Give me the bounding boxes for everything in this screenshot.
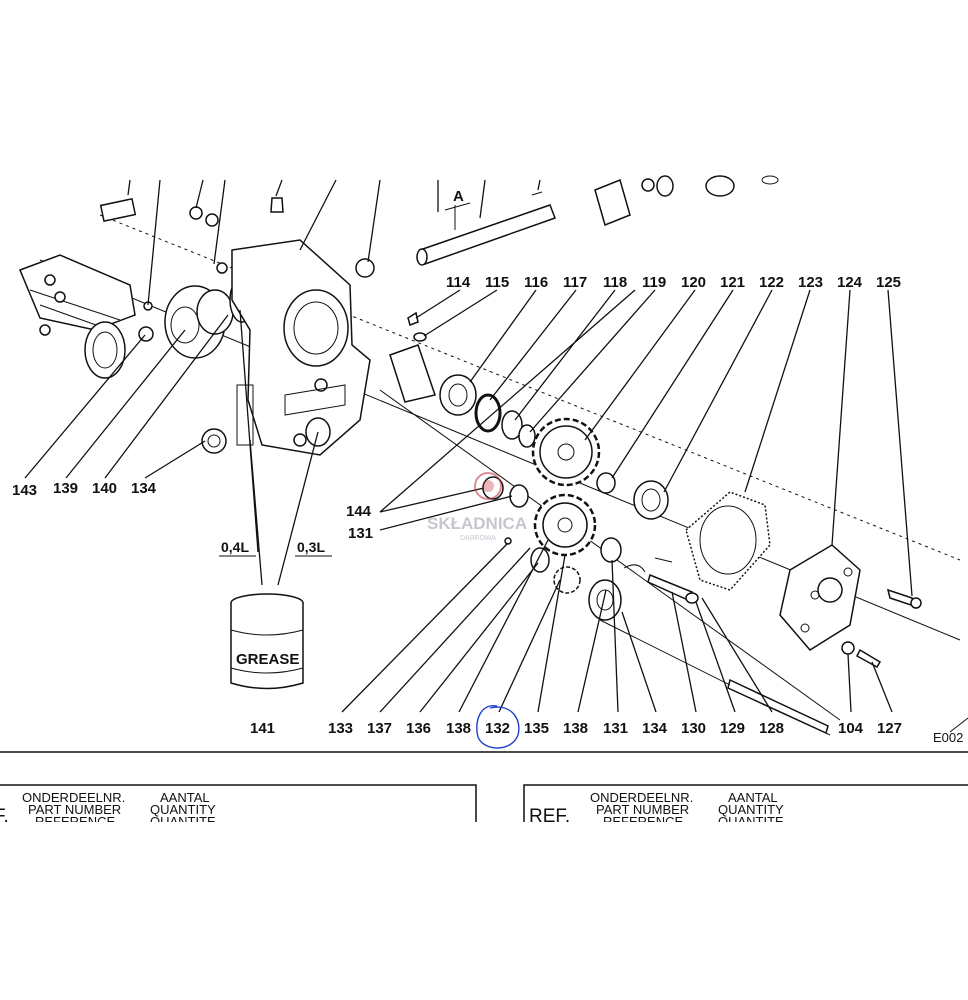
callout-123[interactable]: 123 [798,274,823,291]
callouts-bottom: 133 137 136 138 132 135 138 131 134 130 … [328,720,902,737]
part-number-header-en-right: PART NUMBER [596,802,689,817]
section-marker-a: A [453,188,464,205]
callout-117[interactable]: 117 [563,274,587,291]
grease-can: GREASE [230,593,304,690]
grease-amount-0-4l: 0,4L [221,539,249,555]
quantity-header-nl-right: AANTAL [728,790,778,805]
callout-131[interactable]: 131 [603,720,628,737]
callout-119[interactable]: 119 [642,274,666,291]
quantity-header-en-right: QUANTITY [718,802,784,817]
ref-header-right: REF. [529,806,570,827]
quantity-header-nl-left: AANTAL [160,790,210,805]
callout-127[interactable]: 127 [877,720,902,737]
grease-label: GREASE [236,651,299,668]
callout-115[interactable]: 115 [485,274,509,291]
callout-121[interactable]: 121 [720,274,745,291]
callout-135[interactable]: 135 [524,720,549,737]
callout-118[interactable]: 118 [603,274,627,291]
callouts-mid: 144 131 [346,503,373,542]
callout-132[interactable]: 132 [485,720,510,737]
callout-143[interactable]: 143 [12,482,37,499]
callout-122[interactable]: 122 [759,274,784,291]
leader-lines [24,179,913,713]
highlight-circle [476,705,520,749]
callout-120[interactable]: 120 [681,274,706,291]
callout-130[interactable]: 130 [681,720,706,737]
callout-144[interactable]: 144 [346,503,372,520]
callout-141[interactable]: 141 [250,720,275,737]
callout-139[interactable]: 139 [53,480,78,497]
callout-133[interactable]: 133 [328,720,353,737]
quantity-header-en-left: QUANTITY [150,802,216,817]
callouts-top: 114 115 116 117 118 119 120 121 122 123 … [446,274,901,291]
callout-128[interactable]: 128 [759,720,784,737]
callout-134[interactable]: 134 [131,480,157,497]
callout-104[interactable]: 104 [838,720,864,737]
callout-131[interactable]: 131 [348,525,373,542]
grease-amount-0-3l: 0,3L [297,539,325,555]
watermark-text: SKŁADNICA [427,514,527,533]
callout-114[interactable]: 114 [446,274,471,291]
callout-116[interactable]: 116 [524,274,548,291]
drawing-code: E002 [933,730,963,745]
callout-138[interactable]: 138 [446,720,471,737]
watermark-logo: SKŁADNICA DĄBROWA [427,472,527,542]
callouts-left: 143 139 140 134 [12,480,157,499]
part-number-header-nl-left: ONDERDEELNR. [22,790,125,805]
callout-138[interactable]: 138 [563,720,588,737]
watermark-subtext: DĄBROWA [460,535,496,542]
part-number-header-nl-right: ONDERDEELNR. [590,790,693,805]
callout-140[interactable]: 140 [92,480,117,497]
ref-header-left: F. [0,806,9,827]
callout-129[interactable]: 129 [720,720,745,737]
callout-136[interactable]: 136 [406,720,431,737]
callout-124[interactable]: 124 [837,274,863,291]
callout-134[interactable]: 134 [642,720,668,737]
part-number-header-en-left: PART NUMBER [28,802,121,817]
callout-125[interactable]: 125 [876,274,901,291]
callout-137[interactable]: 137 [367,720,392,737]
